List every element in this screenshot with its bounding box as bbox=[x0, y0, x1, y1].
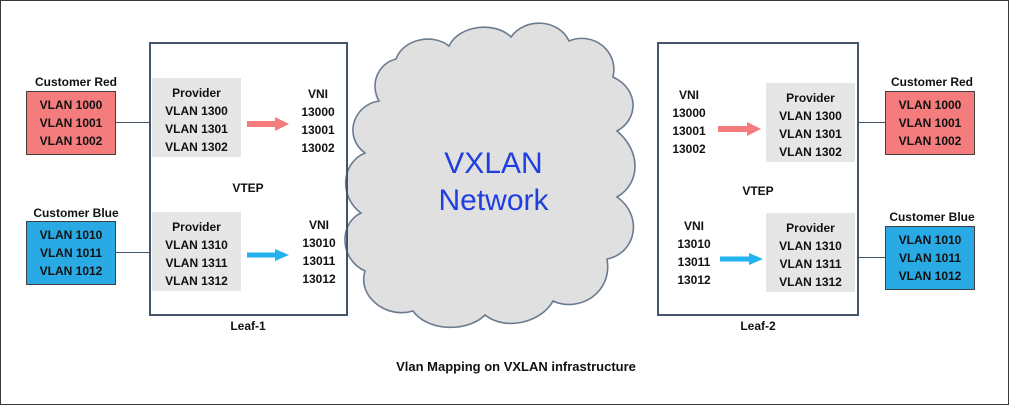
connector-line bbox=[858, 257, 885, 258]
vlan-line: VLAN 1010 bbox=[898, 233, 962, 247]
vlan-line: VLAN 1312 bbox=[779, 275, 842, 289]
provider-red-right-box: Provider VLAN 1300 VLAN 1301 VLAN 1302 bbox=[766, 83, 855, 162]
arrow-red-right bbox=[718, 122, 761, 136]
arrow-blue-right bbox=[720, 253, 763, 265]
vni-id: 13002 bbox=[672, 142, 706, 156]
vlan-line: VLAN 1000 bbox=[39, 98, 103, 112]
vlan-line: VLAN 1311 bbox=[165, 256, 228, 270]
vni-id: 13000 bbox=[672, 106, 706, 120]
vlan-line: VLAN 1310 bbox=[165, 238, 228, 252]
customer-red-right-vlans: VLAN 1000 VLAN 1001 VLAN 1002 bbox=[885, 91, 975, 155]
connector-line bbox=[858, 122, 885, 123]
vlan-line: VLAN 1011 bbox=[39, 246, 103, 260]
vtep-right-label: VTEP bbox=[742, 184, 774, 198]
vlan-line: VLAN 1012 bbox=[898, 269, 962, 283]
vlan-line: VLAN 1301 bbox=[779, 127, 842, 141]
vlan-line: VLAN 1000 bbox=[898, 98, 962, 112]
customer-blue-left-vlans: VLAN 1010 VLAN 1011 VLAN 1012 bbox=[26, 221, 116, 285]
vlan-line: VLAN 1312 bbox=[165, 274, 228, 288]
provider-blue-left-box: Provider VLAN 1310 VLAN 1311 VLAN 1312 bbox=[152, 212, 241, 291]
vlan-line: VLAN 1012 bbox=[39, 264, 103, 278]
vni-id: 13011 bbox=[677, 255, 711, 269]
leaf-2-box bbox=[657, 42, 859, 316]
vtep-left-label: VTEP bbox=[232, 181, 264, 195]
cloud-label: VXLAN Network bbox=[391, 145, 596, 219]
vlan-line: VLAN 1301 bbox=[165, 122, 228, 136]
leaf-1-label: Leaf-1 bbox=[230, 319, 266, 333]
vni-id: 13011 bbox=[302, 254, 336, 268]
vlan-line: VLAN 1002 bbox=[39, 134, 103, 148]
diagram-caption: Vlan Mapping on VXLAN infrastructure bbox=[396, 359, 636, 374]
vlan-line: VLAN 1300 bbox=[779, 109, 842, 123]
vni-id: 13001 bbox=[672, 124, 706, 138]
customer-blue-right-title: Customer Blue bbox=[889, 210, 975, 224]
vlan-line: VLAN 1010 bbox=[39, 228, 103, 242]
customer-red-right-title: Customer Red bbox=[890, 75, 973, 89]
vni-title: VNI bbox=[307, 87, 328, 101]
leaf-2-label: Leaf-2 bbox=[740, 319, 776, 333]
vlan-line: VLAN 1300 bbox=[165, 104, 228, 118]
provider-title: Provider bbox=[172, 220, 221, 234]
vni-title: VNI bbox=[308, 218, 329, 232]
vlan-line: VLAN 1302 bbox=[165, 140, 228, 154]
customer-red-left-title: Customer Red bbox=[34, 75, 117, 89]
vlan-line: VLAN 1001 bbox=[898, 116, 962, 130]
vni-id: 13012 bbox=[677, 273, 711, 287]
vni-id: 13000 bbox=[301, 105, 335, 119]
customer-red-left-vlans: VLAN 1000 VLAN 1001 VLAN 1002 bbox=[26, 91, 116, 155]
provider-red-left-box: Provider VLAN 1300 VLAN 1301 VLAN 1302 bbox=[152, 78, 241, 157]
vlan-line: VLAN 1311 bbox=[779, 257, 842, 271]
customer-blue-right-vlans: VLAN 1010 VLAN 1011 VLAN 1012 bbox=[885, 226, 975, 290]
connector-line bbox=[116, 252, 150, 253]
provider-title: Provider bbox=[786, 91, 835, 105]
leaf-1-box bbox=[149, 42, 348, 316]
vni-id: 13012 bbox=[302, 272, 336, 286]
vni-blue-left: VNI 13010 13011 13012 bbox=[297, 216, 341, 288]
vlan-line: VLAN 1310 bbox=[779, 239, 842, 253]
vlan-line: VLAN 1302 bbox=[779, 145, 842, 159]
vni-id: 13001 bbox=[301, 123, 335, 137]
vni-blue-right: VNI 13010 13011 13012 bbox=[672, 217, 716, 289]
customer-blue-left-title: Customer Blue bbox=[33, 206, 119, 220]
vni-id: 13010 bbox=[677, 237, 711, 251]
vlan-line: VLAN 1001 bbox=[39, 116, 103, 130]
connector-line bbox=[116, 122, 150, 123]
arrow-blue-left bbox=[247, 249, 289, 261]
cloud-label-line1: VXLAN bbox=[444, 147, 543, 180]
vlan-line: VLAN 1002 bbox=[898, 134, 962, 148]
vni-red-right: VNI 13000 13001 13002 bbox=[667, 86, 711, 158]
vni-red-left: VNI 13000 13001 13002 bbox=[296, 85, 340, 157]
vni-title: VNI bbox=[683, 219, 704, 233]
arrow-red-left bbox=[247, 117, 289, 131]
provider-blue-right-box: Provider VLAN 1310 VLAN 1311 VLAN 1312 bbox=[766, 213, 855, 292]
provider-title: Provider bbox=[172, 86, 221, 100]
vlan-line: VLAN 1011 bbox=[898, 251, 962, 265]
vni-title: VNI bbox=[678, 88, 699, 102]
provider-title: Provider bbox=[786, 221, 835, 235]
cloud-label-line2: Network bbox=[438, 184, 549, 217]
vni-id: 13010 bbox=[302, 236, 336, 250]
vni-id: 13002 bbox=[301, 141, 335, 155]
